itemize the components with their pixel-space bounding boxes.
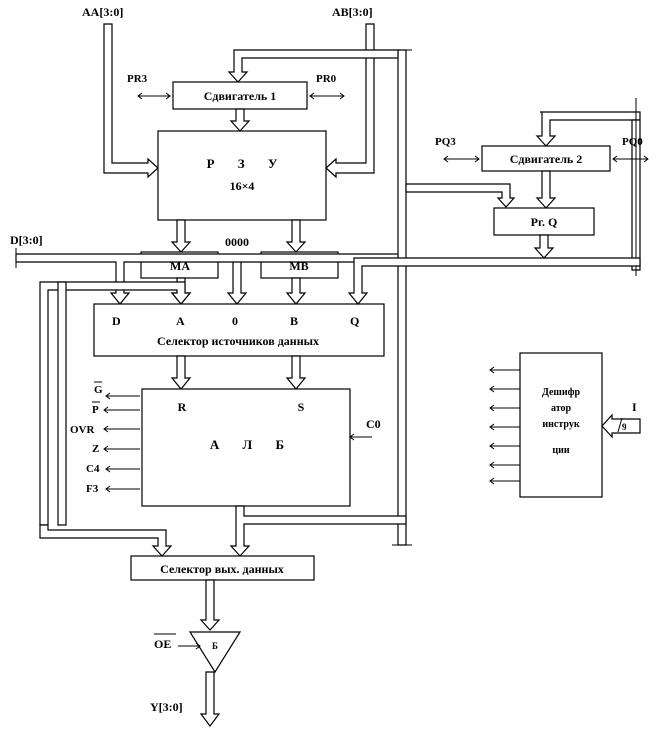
- i-width-label: 9: [622, 422, 627, 432]
- d-input-bus: [15, 253, 399, 305]
- alu-s-label: S: [298, 400, 305, 414]
- selector-input-a: A: [176, 314, 185, 328]
- q-output-bus: [533, 234, 555, 259]
- flag-ovr-label: OVR: [70, 424, 96, 436]
- selector-input-0: 0: [232, 314, 238, 328]
- ab-bus: [325, 23, 375, 179]
- flag-g-label: G: [94, 384, 103, 396]
- alu-output-bus: [229, 505, 407, 557]
- flag-c4-label: C4: [86, 463, 100, 475]
- zero-constant-bus: [226, 255, 248, 305]
- source-selector-box: [93, 303, 385, 357]
- source-selector-label: Селектор источников данных: [157, 334, 319, 348]
- decoder-line-4: ции: [552, 445, 570, 456]
- ram-size: 16×4: [230, 179, 255, 193]
- selector-input-d: D: [112, 314, 121, 328]
- feedback-to-shifter1: [227, 49, 399, 83]
- shifter1-box: [172, 81, 308, 110]
- feedback-to-shifter2: [405, 183, 516, 208]
- flag-f3-label: F3: [86, 483, 99, 495]
- output-selector-box: [130, 555, 315, 581]
- decoder-line-1: Дешифр: [542, 387, 581, 398]
- loop-d-bus: [57, 281, 67, 526]
- reg-q-label: Рг. Q: [531, 215, 558, 229]
- flag-p-label: P: [92, 404, 99, 416]
- pr3-label: PR3: [127, 73, 148, 85]
- buffer-label: Б: [212, 641, 218, 651]
- shifter2-label: Сдвигатель 2: [510, 152, 583, 166]
- y-output-bus: [199, 671, 221, 727]
- q-to-selector-bus: [347, 257, 641, 305]
- d-input-label: D[3:0]: [10, 233, 43, 247]
- decoder-outputs: [489, 366, 520, 485]
- y-output-label: Y[3:0]: [150, 700, 183, 714]
- shifter2-box: [481, 145, 611, 172]
- pq3-label: PQ3: [435, 136, 456, 148]
- pq0-label: PQ0: [622, 136, 643, 148]
- aa-input-label: AA[3:0]: [82, 5, 123, 19]
- i-input-label: I: [632, 400, 637, 414]
- shifter1-label: Сдвигатель 1: [204, 89, 277, 103]
- output-selector-label: Селектор вых. данных: [160, 562, 284, 576]
- decoder-line-2: атор: [551, 403, 572, 414]
- feedback-bus: [397, 49, 407, 546]
- pr0-label: PR0: [316, 73, 337, 85]
- decoder-line-3: инструк: [542, 419, 579, 430]
- alu-box: [141, 388, 351, 507]
- alu-r-label: R: [178, 400, 187, 414]
- oe-label: OE: [154, 637, 171, 651]
- feedback-to-shifter2-top: [535, 111, 641, 147]
- flag-z-label: Z: [92, 443, 99, 455]
- zero-constant-label: 0000: [225, 235, 249, 249]
- decoder-box: [519, 352, 603, 498]
- output-buffer: [188, 631, 242, 674]
- ram-label: Р З У: [207, 156, 288, 171]
- reg-q-box: [493, 207, 595, 236]
- selector-input-b: B: [290, 314, 298, 328]
- ram-box: [157, 130, 327, 221]
- instruction-input-bus: [601, 413, 641, 439]
- aa-bus: [103, 23, 159, 179]
- c0-label: C0: [366, 417, 381, 431]
- selector-input-q: Q: [350, 314, 359, 328]
- ab-input-label: AB[3:0]: [332, 5, 373, 19]
- alu-label: А Л Б: [210, 437, 294, 452]
